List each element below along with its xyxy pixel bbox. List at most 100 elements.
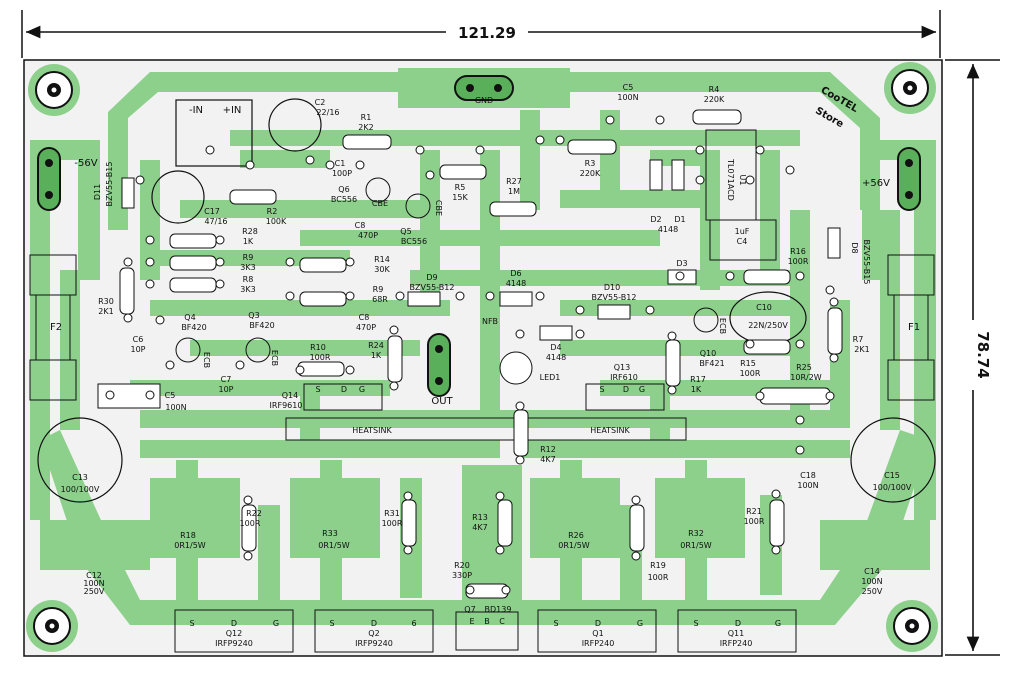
solder-pad [771,489,781,499]
label-f2: F2 [50,322,62,333]
solder-pad [495,545,505,555]
label-d12v: 4148 [658,225,678,234]
label-q10: Q10 [700,349,716,358]
label-c5topv: 100N [617,93,638,102]
label-r7v: 2K1 [854,345,869,354]
label-r8: R8 [243,275,254,284]
solder-pad [825,285,835,295]
label-r17: R17 [690,375,706,384]
label-c7v: 10P [218,385,233,394]
label-r25v: 10R/2W [790,373,822,382]
solder-pad [771,545,781,555]
label-d11: D11 [93,184,102,200]
label-r26v: 0R1/5W [558,541,590,550]
in-plus-label: +IN [223,105,242,116]
label-c17v: 47/16 [204,217,227,226]
solder-pad [515,329,525,339]
label-r10: R10 [310,343,326,352]
label-r3v: 220K [580,169,601,178]
solder-pad [515,401,525,411]
label-sdg_s: S [599,385,604,394]
solder-pad [345,257,355,267]
label-sdg_g: G [273,619,279,628]
label-q3: Q3 [248,311,259,320]
label-sdg_6: 6 [411,619,416,628]
label-u1v: TL071ACD [726,158,735,201]
solder-pad [235,360,245,370]
solder-pad [795,339,805,349]
label-r16: R16 [790,247,806,256]
solder-pad [785,165,795,175]
width-dimension: 121.29 [458,24,516,42]
label-c18v: 100N [797,481,818,490]
label-r4v: 220K [704,95,725,104]
label-r12v: 4K7 [540,455,555,464]
label-r1v: 2K2 [358,123,373,132]
label-d2: D2 [650,215,661,224]
solder-pad [465,585,475,595]
label-c14v: 100N [861,577,882,586]
label-q3v: BF420 [249,321,274,330]
label-q13v: IRF610 [610,373,638,382]
solder-pad [285,257,295,267]
label-q2v: IRFP9240 [355,639,393,648]
solder-pad [245,160,255,170]
label-ecb3: ECB [718,318,727,334]
solder-pads [105,115,839,595]
label-q14: Q14 [282,391,298,400]
solder-pad [675,271,685,281]
led-label: LED1 [540,373,561,382]
label-sdg_s: S [693,619,698,628]
label-q7v: BD139 [485,605,512,614]
solder-pad [745,175,755,185]
label-q5: Q5 [400,227,411,236]
solder-pad [631,495,641,505]
solder-pad [145,235,155,245]
solder-pad [165,360,175,370]
supply-pos-label: +56V [862,178,890,189]
label-c2: C2 [315,98,326,107]
label-r20: R20 [454,561,470,570]
label-r30v: 2K1 [98,307,113,316]
label-d8: D8 [850,242,859,253]
label-c4v: 1uF [735,227,750,236]
label-d9v: BZV55-B12 [410,283,455,292]
label-c13: C13 [72,473,88,482]
label-d6v: 4148 [506,279,526,288]
label-c5top: C5 [623,83,634,92]
label-r7: R7 [853,335,864,344]
solder-pad [605,115,615,125]
label-r22: R22 [246,509,262,518]
solder-pad [455,291,465,301]
label-sdg_g: G [637,619,643,628]
solder-pad [795,415,805,425]
label-q12v: IRFP9240 [215,639,253,648]
solder-pad [145,279,155,289]
label-r1: R1 [361,113,372,122]
label-c14: C14 [864,567,880,576]
label-r5v: 15K [452,193,468,202]
label-sdg_s: S [553,619,558,628]
heatsink-strip [285,417,687,441]
solder-pad [795,271,805,281]
label-c1v: 100P [332,169,352,178]
label-q7: Q7 [464,605,475,614]
label-d9: D9 [426,273,437,282]
label-r32: R32 [688,529,704,538]
solder-pad [215,257,225,267]
solder-pad [135,175,145,185]
solder-pad [425,170,435,180]
solder-pad [395,291,405,301]
label-r31: R31 [384,509,400,518]
label-q13: Q13 [614,363,630,372]
solder-pad [829,297,839,307]
label-r10v: 100R [310,353,331,362]
solder-pad [415,145,425,155]
solder-pad [695,145,705,155]
solder-pad [295,365,305,375]
label-q11v: IRFP240 [720,639,753,648]
label-ecb2: ECB [270,350,279,366]
solder-pad [355,160,365,170]
label-c12: C12 [86,571,102,580]
